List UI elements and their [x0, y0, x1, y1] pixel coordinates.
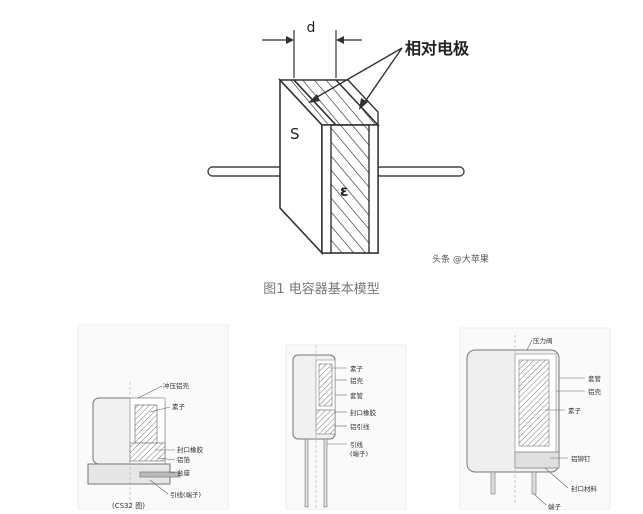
- chip-label-lead: 引线(端子): [170, 490, 201, 499]
- radial-label-tab: 铝引线: [350, 422, 370, 431]
- radial-element: [318, 363, 333, 407]
- capacitor-model: d 相对电极 S ε: [207, 20, 470, 256]
- radial-lead-right: [323, 438, 328, 508]
- radial-label-terminal: (端子): [350, 449, 368, 458]
- electrode-arrow-2: [361, 47, 403, 107]
- right-electrode-side: [334, 79, 379, 127]
- snapin-label-seal: 封口材料: [571, 484, 598, 493]
- chip-leader-5: [167, 471, 176, 474]
- chip-label-seal: 封口橡胶: [177, 445, 204, 454]
- chip-label-element: 素子: [172, 402, 186, 411]
- snapin-label-terminal: 端子: [548, 502, 562, 510]
- dielectric-label: ε: [340, 182, 348, 200]
- right-lead: [375, 166, 465, 177]
- snapin-terminal-left: [490, 471, 496, 495]
- chip-leader-6: [149, 479, 169, 495]
- front-electrode-right: [368, 124, 379, 254]
- radial-capacitor-diagram: 素子 铝壳 套管 封口橡胶 铝引线 引线 (端子): [285, 344, 407, 511]
- front-electrode-left: [321, 124, 332, 254]
- snapin-leader-6: [544, 467, 569, 489]
- snapin-capacitor-diagram: 压力阀 套管 铝壳 素子 铝铆钉 封口材料 端子: [459, 327, 611, 511]
- radial-lead-left: [304, 438, 309, 508]
- chip-footer: (CS32 图): [112, 502, 145, 510]
- snapin-seal: [514, 451, 560, 469]
- snapin-label-sleeve: 套管: [588, 374, 602, 383]
- dim-label: d: [307, 20, 316, 36]
- chip-label-foil: 铝箔: [177, 455, 191, 464]
- chip-leader-1: [137, 385, 163, 399]
- snapin-label-valve: 压力阀: [533, 336, 553, 345]
- chip-leader-4: [157, 457, 176, 461]
- snapin-terminal-right: [531, 471, 537, 495]
- watermark: 头条 @大苹果: [432, 255, 489, 265]
- radial-label-case: 铝壳: [350, 376, 364, 385]
- chip-terminal: [139, 471, 181, 478]
- area-label: S: [290, 125, 300, 143]
- dim-arrowhead-right: [336, 36, 344, 44]
- snapin-label-case: 铝壳: [588, 387, 602, 396]
- snapin-element: [518, 359, 550, 447]
- snapin-label-element: 素子: [568, 406, 582, 415]
- radial-label-seal: 封口橡胶: [350, 408, 377, 417]
- dim-arrowhead-left: [286, 36, 294, 44]
- chip-element: [134, 404, 158, 444]
- chip-label-base: 台座: [177, 468, 191, 477]
- radial-label-element: 素子: [350, 364, 364, 373]
- snapin-leader-7: [533, 493, 547, 506]
- snapin-leader-1: [526, 339, 533, 351]
- electrode-arrowhead-1: [308, 94, 320, 103]
- electrode-label: 相对电极: [405, 39, 470, 58]
- electrode-arrow-1: [311, 47, 403, 101]
- chip-capacitor-diagram: 冲压铝壳 素子 封口橡胶 铝箔 台座 引线(端子) (CS32 图): [77, 324, 229, 511]
- chip-label-case: 冲压铝壳: [163, 381, 190, 390]
- chip-leader-2: [149, 406, 171, 413]
- radial-label-sleeve: 套管: [350, 391, 364, 400]
- snapin-label-rivet: 铝铆钉: [571, 454, 591, 463]
- radial-seal: [315, 409, 336, 435]
- left-lead: [207, 166, 285, 177]
- figure-caption: 图1 电容器基本模型: [263, 282, 380, 297]
- radial-label-lead: 引线: [350, 440, 364, 449]
- electrode-arrowhead-2: [359, 98, 368, 110]
